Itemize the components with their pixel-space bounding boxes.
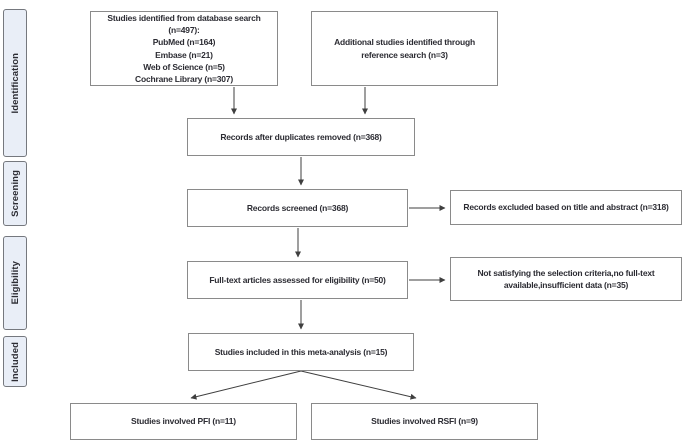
box-meta-analysis: Studies included in this meta-analysis (… xyxy=(188,333,414,371)
stage-eligibility: Eligibility xyxy=(3,236,27,330)
arrow-included-to-rsfi xyxy=(300,370,417,400)
box-records-excluded: Records excluded based on title and abst… xyxy=(450,190,682,225)
box-pfi-studies: Studies involved PFI (n=11) xyxy=(70,403,297,440)
stage-included-label: Included xyxy=(9,341,21,382)
box-records-screened: Records screened (n=368) xyxy=(187,189,408,227)
box-database-search: Studies identified from database search … xyxy=(90,11,278,86)
box-rsfi-studies: Studies involved RSFI (n=9) xyxy=(311,403,538,440)
box-duplicates-removed: Records after duplicates removed (n=368) xyxy=(187,118,415,156)
stage-eligibility-label: Eligibility xyxy=(9,261,21,305)
stage-screening: Screening xyxy=(3,161,27,226)
arrow-included-to-pfi xyxy=(190,370,302,400)
box-reference-search: Additional studies identified through re… xyxy=(311,11,498,86)
stage-identification: Identification xyxy=(3,9,27,157)
stage-included: Included xyxy=(3,336,27,387)
stage-identification-label: Identification xyxy=(9,52,21,114)
stage-screening-label: Screening xyxy=(9,170,21,217)
box-fulltext-assessed: Full-text articles assessed for eligibil… xyxy=(187,261,408,299)
box-not-satisfying: Not satisfying the selection criteria,no… xyxy=(450,257,682,301)
